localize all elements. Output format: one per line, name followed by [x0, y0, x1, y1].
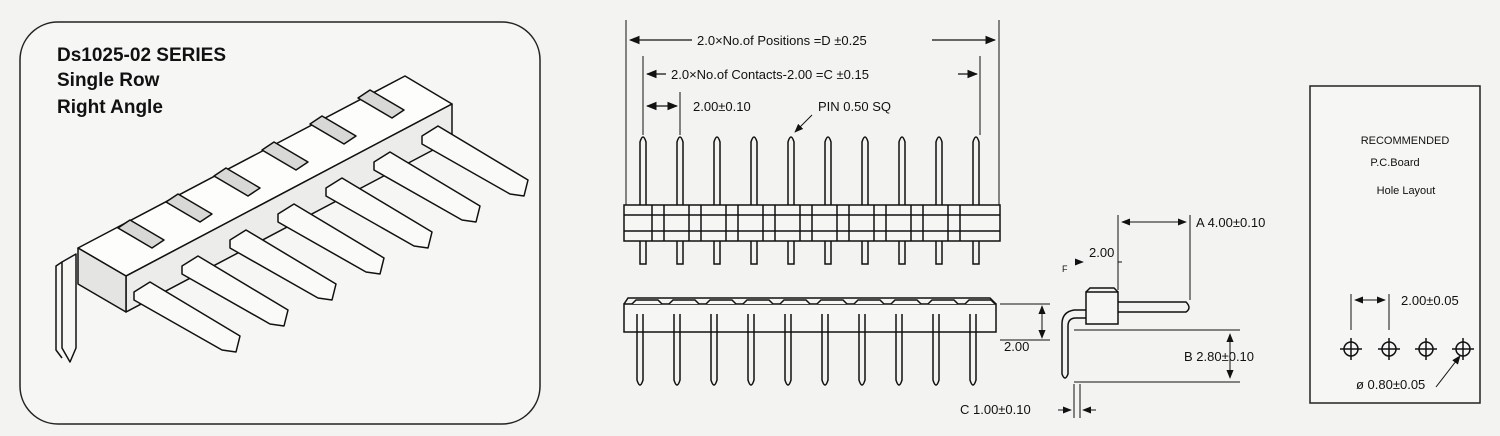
pcb-hole	[1378, 338, 1400, 360]
positions-dimension: 2.0×No.of Positions =D ±0.25	[697, 33, 867, 48]
housing-ridge	[261, 141, 309, 171]
pitch-dimension-lines	[1350, 294, 1390, 330]
row-type-label: Single Row	[57, 70, 160, 91]
pin-size-label: PIN 0.50 SQ	[818, 99, 891, 114]
b-dimension: B 2.80±0.10	[1184, 349, 1254, 364]
horizontal-pin	[181, 255, 289, 327]
horizontal-pin	[229, 229, 337, 301]
contacts-dimension: 2.0×No.of Contacts-2.00 =C ±0.15	[671, 67, 869, 82]
pcb-frame	[1309, 85, 1481, 404]
housing-ridge	[357, 89, 405, 119]
pcb-holes	[1340, 338, 1474, 360]
height-dimension: 2.00	[1004, 339, 1029, 354]
top-mark-label: F	[1062, 264, 1068, 274]
pin-row-lower	[636, 314, 977, 386]
pcb-hole	[1452, 338, 1474, 360]
bottom-view	[623, 297, 1050, 386]
horizontal-pin	[421, 125, 529, 197]
front-view: 2.0×No.of Positions =D ±0.25 2.0×No.of C…	[623, 20, 1001, 265]
top-width-dimension: 2.00	[1089, 245, 1114, 260]
pcb-title-line-2: P.C.Board	[1370, 157, 1419, 169]
housing-ridge	[213, 167, 261, 197]
connector-isometric	[55, 75, 529, 363]
horizontal-pin	[373, 151, 481, 223]
housing-ridge	[117, 219, 165, 249]
pcb-title-line-1: RECOMMENDED	[1361, 135, 1450, 147]
side-view	[1061, 287, 1190, 379]
vertical-pin-edge	[55, 261, 63, 359]
angle-type-label: Right Angle	[57, 97, 163, 118]
a-dimension: A 4.00±0.10	[1196, 215, 1265, 230]
horizontal-pin	[325, 177, 433, 249]
pcb-hole	[1415, 338, 1437, 360]
isometric-panel: Ds1025-02 SERIES Single Row Right Angle	[19, 21, 541, 425]
housing-ridge	[165, 193, 213, 223]
pitch-dimension: 2.00±0.10	[693, 99, 751, 114]
pin-row-upper	[639, 136, 980, 205]
series-title: Ds1025-02 SERIES	[57, 45, 226, 66]
vertical-pin	[61, 253, 77, 363]
hole-pitch-label: 2.00±0.05	[1401, 293, 1459, 308]
housing-ridge	[309, 115, 357, 145]
side-dimension-lines	[1058, 215, 1240, 418]
pcb-layout-panel: RECOMMENDED P.C.Board Hole Layout 2.00±0…	[1309, 85, 1481, 404]
pcb-title-line-3: Hole Layout	[1377, 185, 1436, 197]
pin-stubs	[639, 241, 980, 265]
horizontal-pin	[277, 203, 385, 275]
pcb-hole	[1340, 338, 1362, 360]
front-housing	[623, 204, 1001, 242]
housing-end	[77, 247, 127, 313]
hole-diameter-label: ø 0.80±0.05	[1356, 377, 1425, 392]
horizontal-pin	[133, 281, 241, 353]
c-dimension: C 1.00±0.10	[960, 402, 1031, 417]
